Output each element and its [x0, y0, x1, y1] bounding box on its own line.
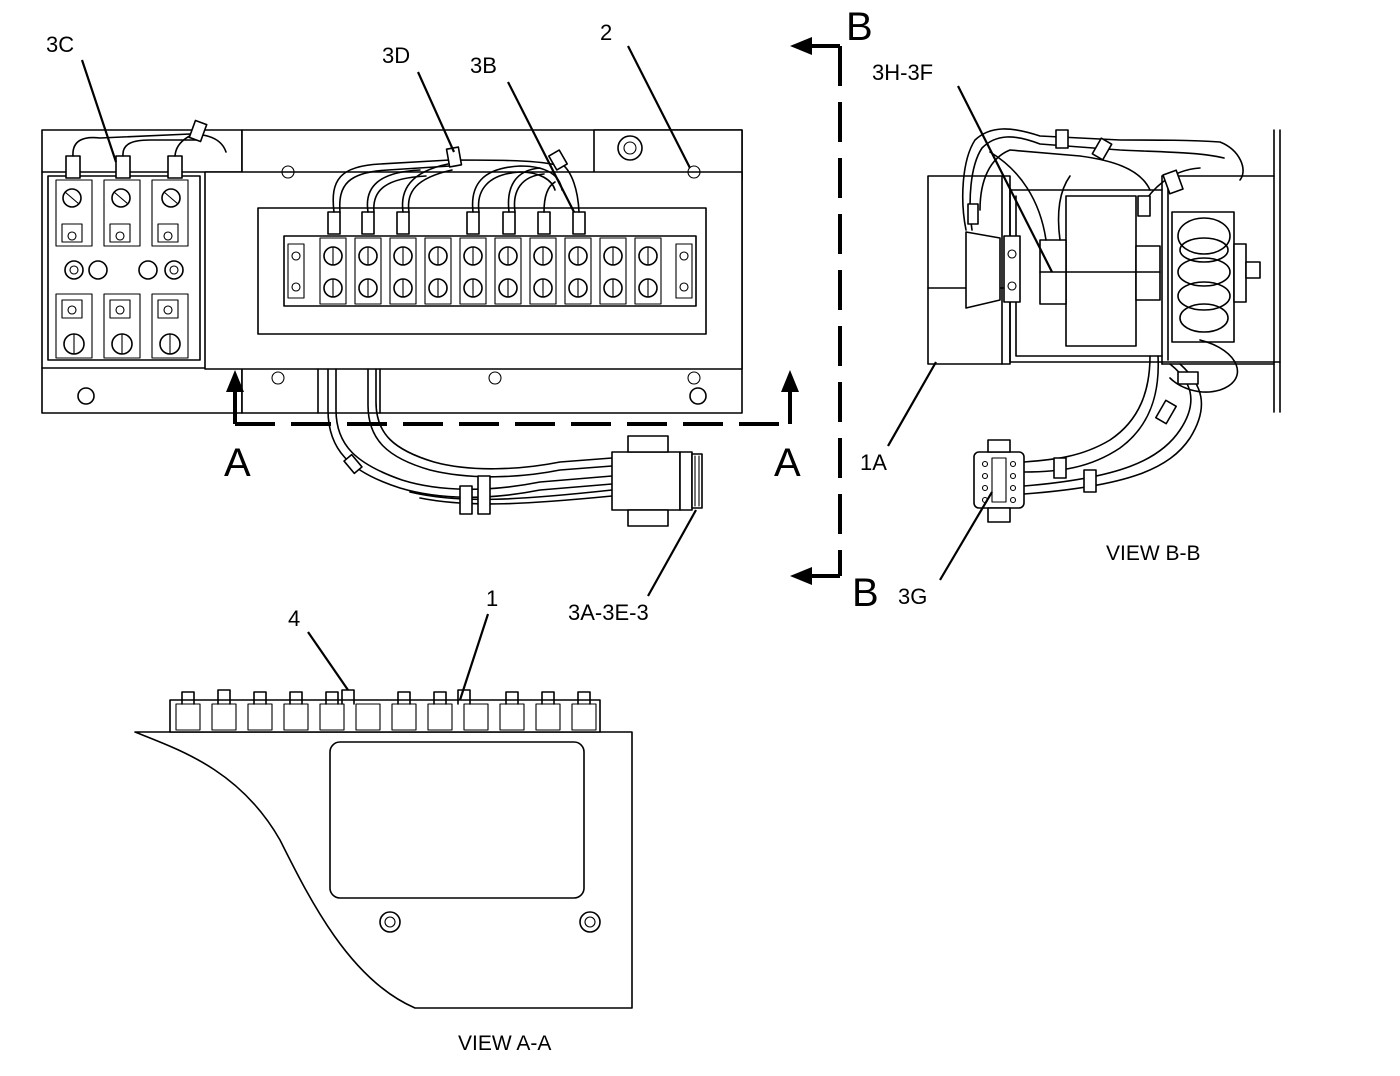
callout-3h-3f: 3H-3F: [872, 60, 933, 85]
callout-2: 2: [600, 20, 612, 45]
main-assembly-view: [41, 37, 842, 585]
section-letter-a-right: A: [774, 441, 801, 485]
view-title-a-a: VIEW A-A: [458, 1032, 551, 1055]
section-line-a: [226, 370, 799, 426]
callout-3c: 3C: [46, 32, 74, 57]
callout-3b: 3B: [470, 53, 497, 78]
connector-plug: [611, 435, 703, 527]
callout-3d: 3D: [382, 43, 410, 68]
section-line-b: [790, 37, 842, 585]
view-b-b: [927, 128, 1281, 523]
section-arrow-icon: [226, 370, 244, 392]
section-letter-a-left: A: [224, 441, 251, 485]
fuse-block: [47, 119, 227, 361]
callout-1: 1: [486, 586, 498, 611]
callout-4: 4: [288, 606, 300, 631]
terminal-screws: [319, 237, 662, 305]
section-arrow-icon: [790, 37, 812, 55]
callout-1a: 1A: [860, 450, 887, 475]
section-letter-b-top: B: [846, 5, 873, 49]
leader-lines: [80, 45, 1053, 701]
terminal-top-row: [175, 689, 597, 731]
callout-labels: 3C 3D 3B 2 3H-3F 1A 3G 3A-3E-3 1 4 A A B…: [46, 5, 1201, 1055]
view-a-a: [134, 689, 633, 1009]
section-arrow-icon: [790, 567, 812, 585]
wire-harness: [327, 368, 613, 515]
callout-3a-3e-3: 3A-3E-3: [568, 600, 649, 625]
coil-assembly: [1171, 211, 1261, 343]
callout-3g: 3G: [898, 584, 927, 609]
view-title-b-b: VIEW B-B: [1106, 542, 1201, 565]
section-arrow-icon: [781, 370, 799, 392]
section-letter-b-bottom: B: [852, 571, 879, 615]
